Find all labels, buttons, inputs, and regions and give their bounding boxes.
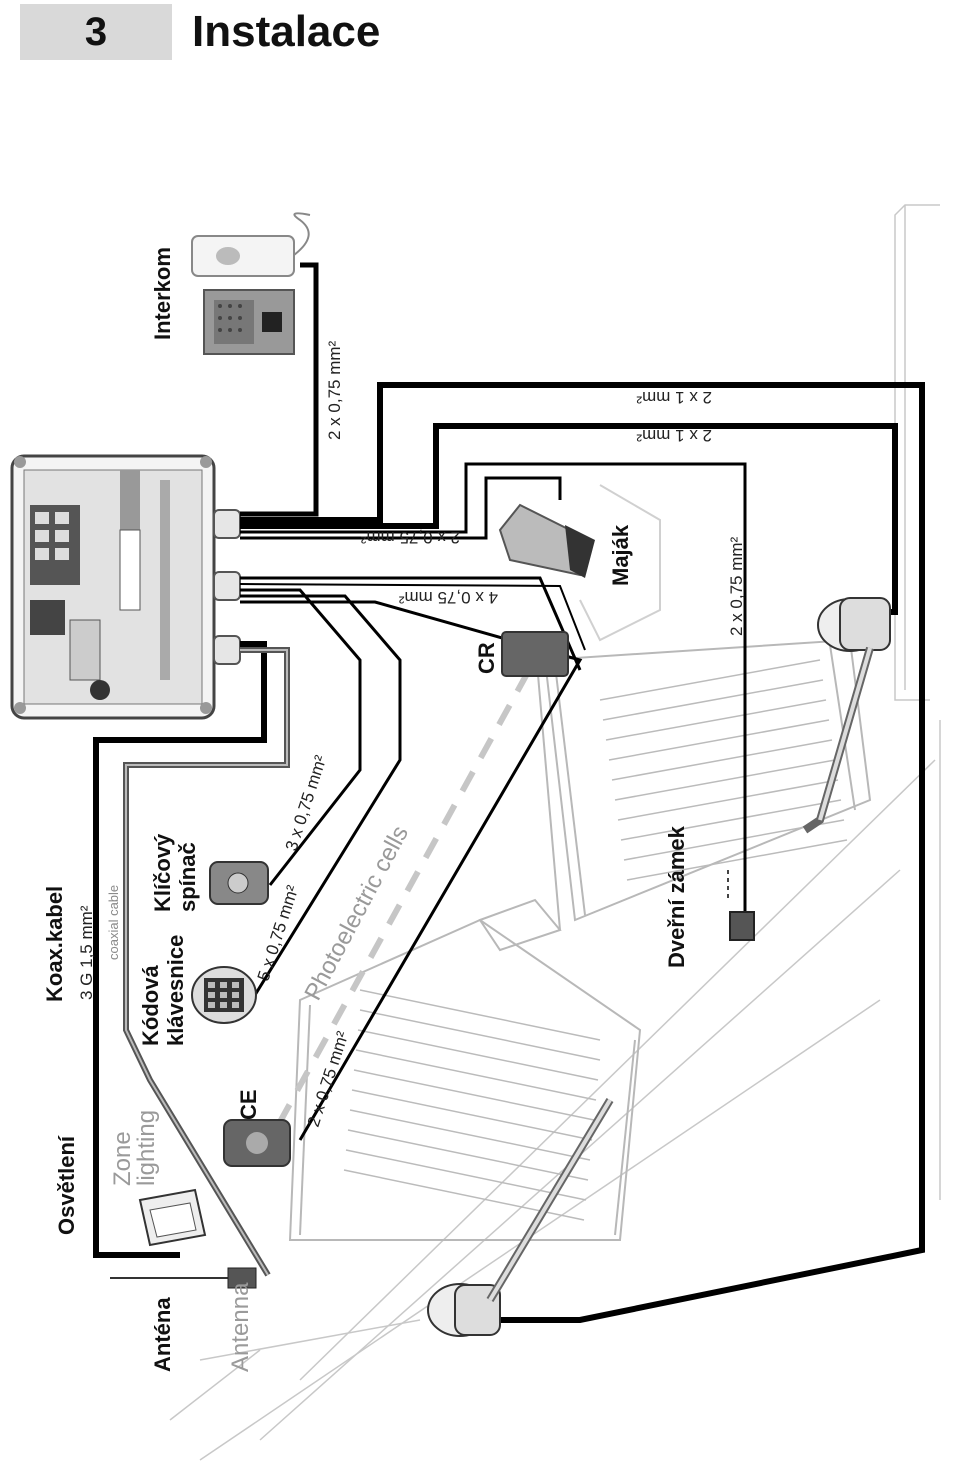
motor-lower [427, 1097, 614, 1337]
zone-lighting-lamp [138, 1188, 207, 1247]
keypad [191, 966, 257, 1024]
spec-ce: 2 x 0,75 mm² [304, 1029, 353, 1130]
spec-interkom: 2 x 0,75 mm² [325, 340, 344, 440]
spec-coax: coaxial cable [106, 885, 121, 960]
gate [288, 638, 872, 1241]
door-lock [727, 870, 755, 941]
label-zone-1: Zone [109, 1131, 136, 1186]
spec-motor-a: 2 x 1 mm² [636, 388, 712, 407]
cable-zamek [240, 462, 747, 915]
beacon-device [498, 484, 661, 642]
label-zone-2: lighting [133, 1110, 160, 1186]
cable-motor-upper-outer [240, 382, 925, 1323]
label-osvetleni: Osvětlení [54, 1135, 79, 1235]
spec-motor-b: 2 x 1 mm² [636, 426, 712, 445]
intercom-device [191, 212, 311, 355]
label-cr: CR [474, 642, 499, 674]
cable-ce [240, 600, 583, 1141]
label-antena: Anténa [150, 1297, 175, 1372]
label-dverni-zamek: Dveřní zámek [664, 825, 689, 968]
label-klicovy-2: spínač [175, 842, 200, 912]
gate-leaf-lower [288, 918, 642, 1241]
spec-zamek: 2 x 0,75 mm² [727, 536, 746, 636]
label-koax-kabel: Koax.kabel [42, 886, 67, 1002]
key-switch [209, 861, 269, 905]
label-majak: Maják [608, 524, 633, 586]
cable-klavesnice [240, 594, 402, 996]
label-kodova-1: Kódová [138, 965, 163, 1046]
cable-majak [240, 476, 562, 540]
cable-motor-upper-inner [240, 423, 898, 615]
cable-osvetleni [93, 641, 267, 1258]
spec-majak: 2 x 0,75 mm² [360, 528, 460, 547]
spec-cr: 4 x 0,75 mm² [398, 588, 498, 607]
motor-upper [802, 597, 891, 834]
cr-photocell [501, 631, 569, 677]
spec-osvetleni: 3 G 1,5 mm² [77, 905, 96, 1000]
cables [93, 262, 925, 1323]
label-antenna-en: Antenna [227, 1282, 254, 1372]
label-interkom: Interkom [150, 247, 175, 340]
antenna-device [110, 1267, 257, 1289]
section-header: 3 Instalace [0, 0, 960, 80]
section-title: Instalace [192, 7, 381, 56]
labels-cz: Interkom Koax.kabel Klíčový spínač Kódov… [42, 247, 689, 1372]
background-lines [169, 204, 941, 1461]
cable-interkom [240, 262, 319, 517]
control-unit [10, 454, 241, 720]
label-klicovy-1: Klíčový [150, 833, 175, 912]
label-ce: CE [236, 1089, 261, 1120]
section-number: 3 [20, 4, 172, 60]
ce-photocell [223, 1119, 291, 1167]
cable-klicovy [240, 588, 362, 886]
label-kodova-2: klávesnice [163, 935, 188, 1046]
gate-leaf-upper [543, 638, 872, 922]
photocell-beam [267, 670, 531, 1142]
